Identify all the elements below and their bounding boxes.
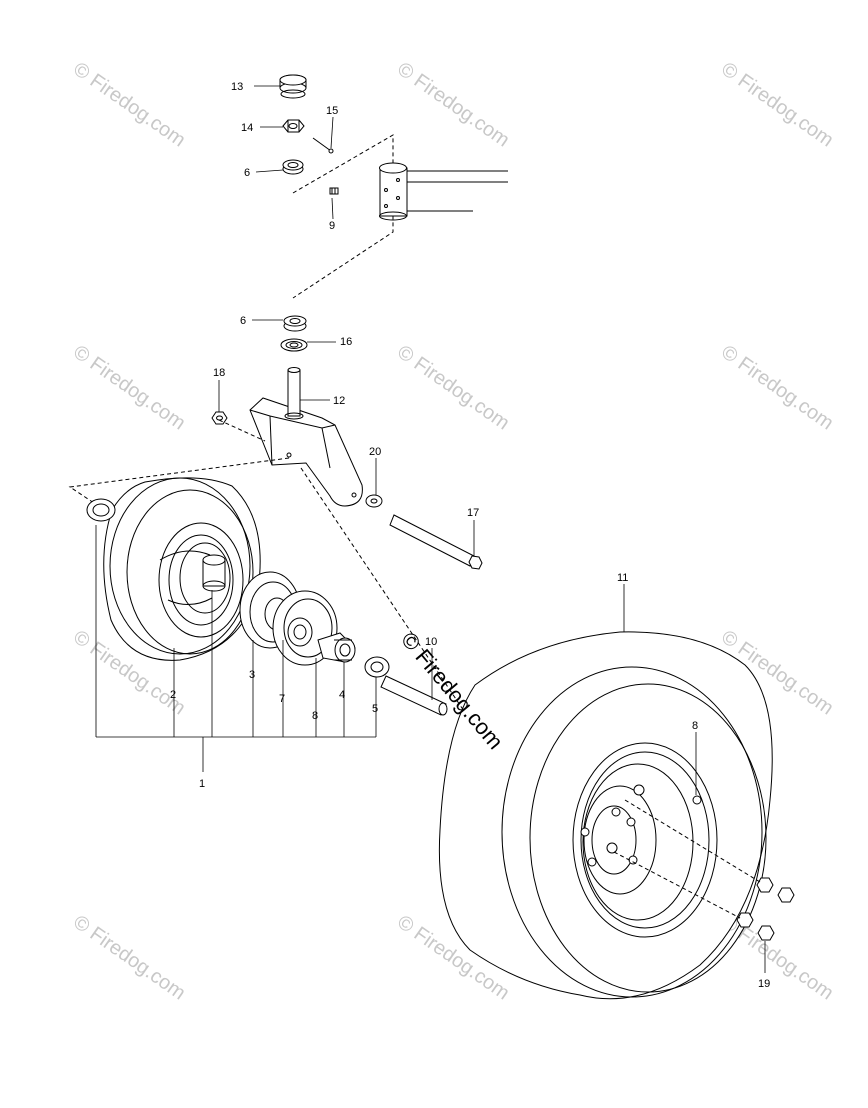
callout-1: 1 — [199, 778, 205, 790]
callout-13: 13 — [231, 81, 243, 93]
callout-10: 10 — [425, 636, 437, 648]
watermark: © Firedog.com — [393, 341, 513, 434]
callout-6: 6 — [240, 315, 246, 327]
callout-7: 7 — [279, 693, 285, 705]
part-castle-nut — [282, 119, 305, 133]
callout-5: 5 — [372, 703, 378, 715]
callout-11: 11 — [617, 572, 628, 584]
leader-lines — [95, 85, 766, 973]
watermark: © Firedog.com — [69, 341, 189, 434]
watermark: © Firedog.com — [69, 911, 189, 1004]
callout-8: 8 — [692, 720, 698, 732]
callout-9: 9 — [329, 220, 335, 232]
callout-16: 16 — [340, 336, 352, 348]
part-bearing-lower — [283, 315, 307, 332]
part-rear-tire — [438, 631, 773, 1000]
callout-12: 12 — [333, 395, 345, 407]
part-front-tire — [103, 477, 261, 661]
watermark: © Firedog.com — [717, 341, 837, 434]
callout-8: 8 — [312, 710, 318, 722]
part-cotter-pin — [312, 137, 334, 154]
callout-4: 4 — [339, 689, 345, 701]
callout-20: 20 — [369, 446, 381, 458]
callout-2: 2 — [170, 689, 176, 701]
callout-3: 3 — [249, 669, 255, 681]
part-caster-housing — [379, 162, 508, 221]
watermark: © Firedog.com — [69, 58, 189, 151]
callout-14: 14 — [241, 122, 253, 134]
callout-labels: 13 15 14 6 9 6 16 18 12 20 17 11 10 2 3 … — [170, 81, 770, 990]
callout-19: 19 — [758, 978, 770, 990]
callout-17: 17 — [467, 507, 479, 519]
part-flange-bearing — [364, 656, 390, 678]
part-seal — [280, 338, 308, 352]
part-spacer-washer — [365, 494, 383, 508]
part-axle-bolt — [389, 514, 483, 570]
watermark: © Firedog.com — [717, 911, 837, 1004]
callout-18: 18 — [213, 367, 225, 379]
part-bearing-upper — [282, 159, 304, 175]
watermark: © Firedog.com — [393, 58, 513, 151]
part-bushing — [317, 632, 356, 663]
part-cap — [279, 74, 307, 99]
callout-6: 6 — [244, 167, 250, 179]
callout-15: 15 — [326, 105, 338, 117]
watermark: © Firedog.com — [717, 58, 837, 151]
part-bearing-seal-left — [86, 498, 116, 522]
part-grease-fitting — [329, 187, 339, 195]
part-lug-nuts — [736, 877, 795, 941]
part-hex-nut-fork — [211, 411, 228, 425]
part-caster-fork — [249, 367, 363, 507]
part-spacer-tube — [380, 675, 448, 716]
